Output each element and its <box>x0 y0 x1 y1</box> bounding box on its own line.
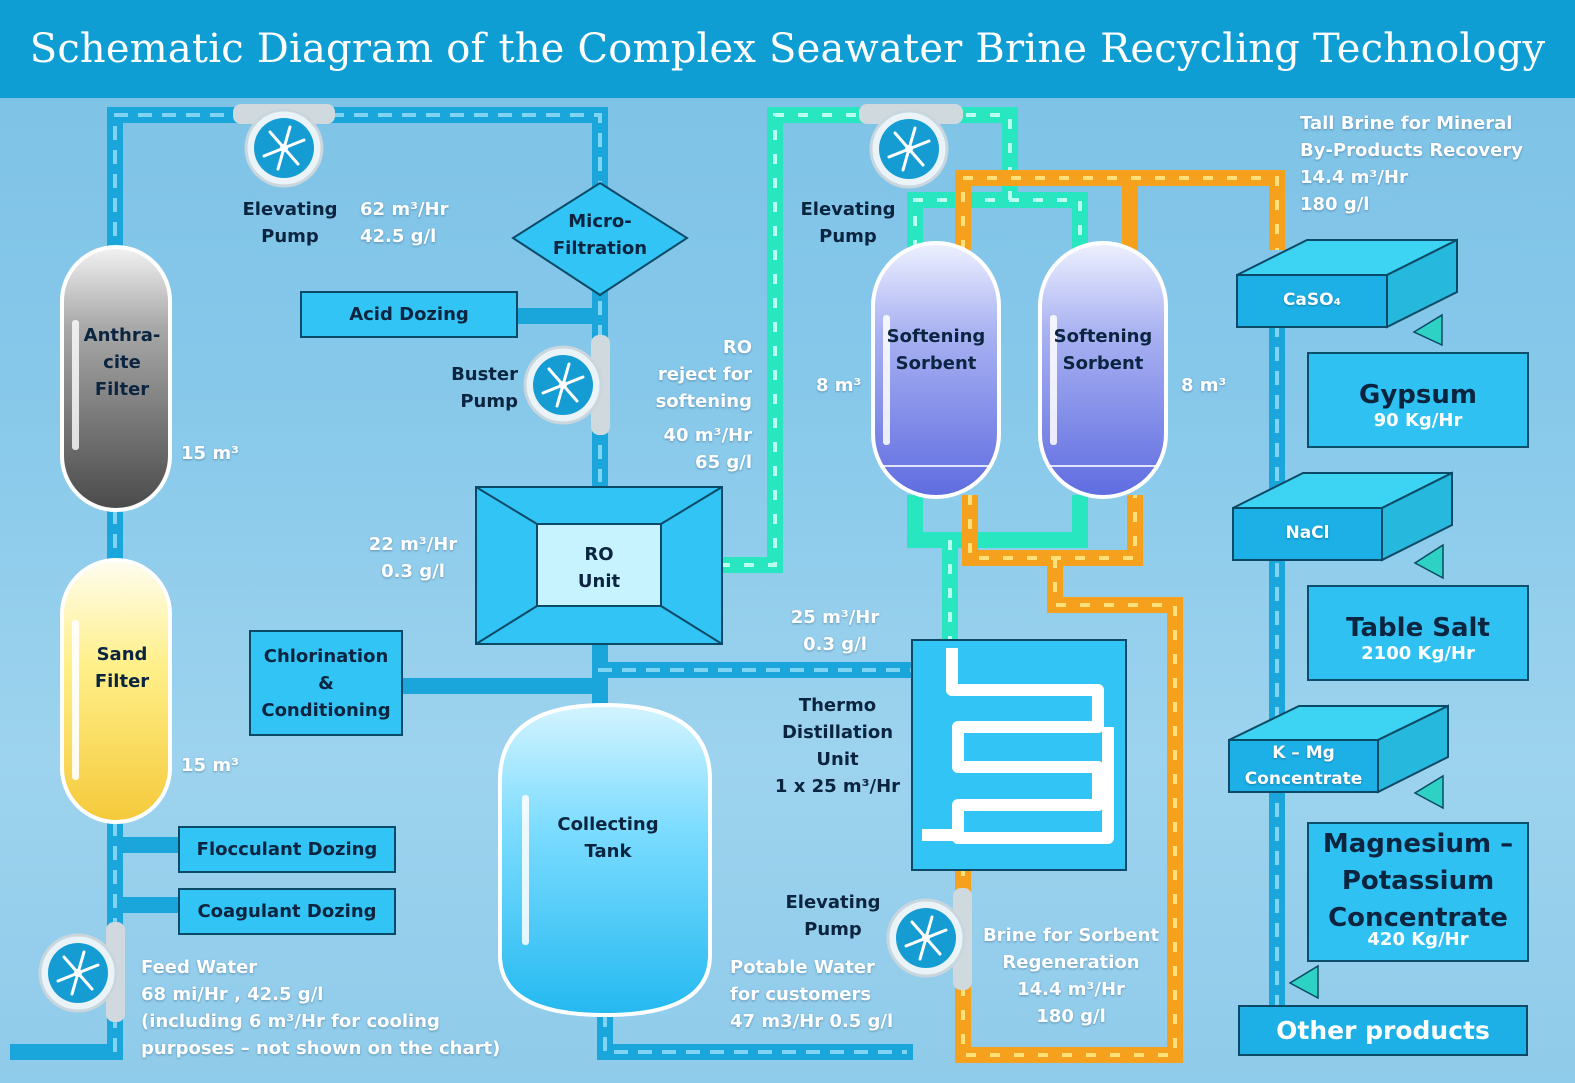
product-gypsum: Gypsum 90 Kg/Hr <box>1307 352 1529 448</box>
stage-box-caso4 <box>1236 238 1458 347</box>
flocculant-dozing-box: Flocculant Dozing <box>178 826 396 873</box>
sorbent-2-volume: 8 m³ <box>1181 375 1227 396</box>
sorbent-2-label: Softening Sorbent <box>1053 326 1153 374</box>
elevating-pump-top-right-icon <box>859 104 963 189</box>
buster-pump-icon <box>523 335 610 435</box>
product-table-salt: Table Salt 2100 Kg/Hr <box>1307 585 1529 681</box>
elevating-pump-bottom-icon <box>886 888 972 990</box>
sand-filter-label: Sand Filter <box>94 644 150 692</box>
ro-unit-shape <box>475 486 723 645</box>
stage-caso4-label: CaSO₄ <box>1282 290 1342 310</box>
collecting-tank-shape <box>498 702 712 1018</box>
anthracite-filter-volume: 15 m³ <box>181 443 239 464</box>
elevating-pump-bottom-label: Elevating Pump <box>785 892 881 940</box>
page-title: Schematic Diagram of the Complex Seawate… <box>29 26 1546 72</box>
product-mg-k-concentrate: Magnesium – Potassium Concentrate 420 Kg… <box>1307 822 1529 962</box>
thermo-distillation-label: Thermo Distillation Unit 1 x 25 m³/Hr <box>774 695 901 797</box>
sorbent-tank-2 <box>1038 241 1168 499</box>
title-bar: Schematic Diagram of the Complex Seawate… <box>0 0 1575 98</box>
sand-filter <box>60 558 172 824</box>
product-gypsum-rate: 90 Kg/Hr <box>1373 410 1463 431</box>
sorbent-tank-1 <box>871 241 1001 499</box>
feed-water-pump-icon <box>38 922 125 1022</box>
product-mg-k-rate: 420 Kg/Hr <box>1367 929 1469 950</box>
elevating-pump-top-right-label: Elevating Pump <box>800 199 896 247</box>
other-products-box: Other products <box>1238 1005 1528 1056</box>
thermo-outflow-label: 25 m³/Hr 0.3 g/l <box>790 607 880 655</box>
potable-water-label: Potable Water for customers 47 m3/Hr 0.5… <box>730 957 894 1032</box>
sorbent-1-volume: 8 m³ <box>816 375 862 396</box>
micro-filtration-diamond <box>511 181 689 297</box>
product-table-salt-name: Table Salt <box>1346 613 1490 643</box>
sorbent-1-label: Softening Sorbent <box>886 326 986 374</box>
product-gypsum-name: Gypsum <box>1359 380 1477 410</box>
ro-unit-label: RO Unit <box>577 544 621 592</box>
thermo-distillation-shape <box>911 639 1127 871</box>
ro-reject-flow: 40 m³/Hr 65 g/l <box>663 425 752 473</box>
stage-kmg-label: K – Mg Concentrate <box>1244 743 1363 789</box>
micro-filtration-label: Micro- Filtration <box>552 211 648 259</box>
brine-pipes <box>955 170 1285 1063</box>
collecting-tank-label: Collecting Tank <box>557 814 659 862</box>
chlorination-conditioning-box: Chlorination & Conditioning <box>249 630 403 736</box>
acid-dozing-box: Acid Dozing <box>300 291 518 338</box>
anthracite-filter <box>60 245 172 512</box>
product-table-salt-rate: 2100 Kg/Hr <box>1361 643 1475 664</box>
anthracite-filter-label: Anthra- cite Filter <box>83 325 161 400</box>
feed-water-label: Feed Water 68 mi/Hr , 42.5 g/l (includin… <box>141 957 501 1059</box>
ro-inflow-label: 22 m³/Hr 0.3 g/l <box>368 534 458 582</box>
elevating-pump-top-left-label: Elevating Pump <box>242 199 338 247</box>
brine-regeneration-label: Brine for Sorbent Regeneration 14.4 m³/H… <box>982 925 1160 1027</box>
stage-nacl-label: NaCl <box>1285 523 1330 543</box>
other-products-arrow <box>1288 964 1319 1000</box>
tall-brine-label: Tall Brine for Mineral By-Products Recov… <box>1300 113 1523 215</box>
ro-reject-pipes <box>720 107 1088 640</box>
ro-reject-label: RO reject for softening <box>655 337 752 412</box>
coagulant-dozing-box: Coagulant Dozing <box>178 888 396 935</box>
buster-pump-label: Buster Pump <box>451 364 518 412</box>
elevating-pump-top-left-flow: 62 m³/Hr 42.5 g/l <box>360 199 449 247</box>
product-mg-k-name: Magnesium – Potassium Concentrate <box>1322 829 1514 933</box>
stage-box-nacl <box>1232 471 1453 580</box>
sand-filter-volume: 15 m³ <box>181 755 239 776</box>
elevating-pump-top-left-icon <box>233 104 335 188</box>
stage-box-kmg <box>1228 704 1449 810</box>
